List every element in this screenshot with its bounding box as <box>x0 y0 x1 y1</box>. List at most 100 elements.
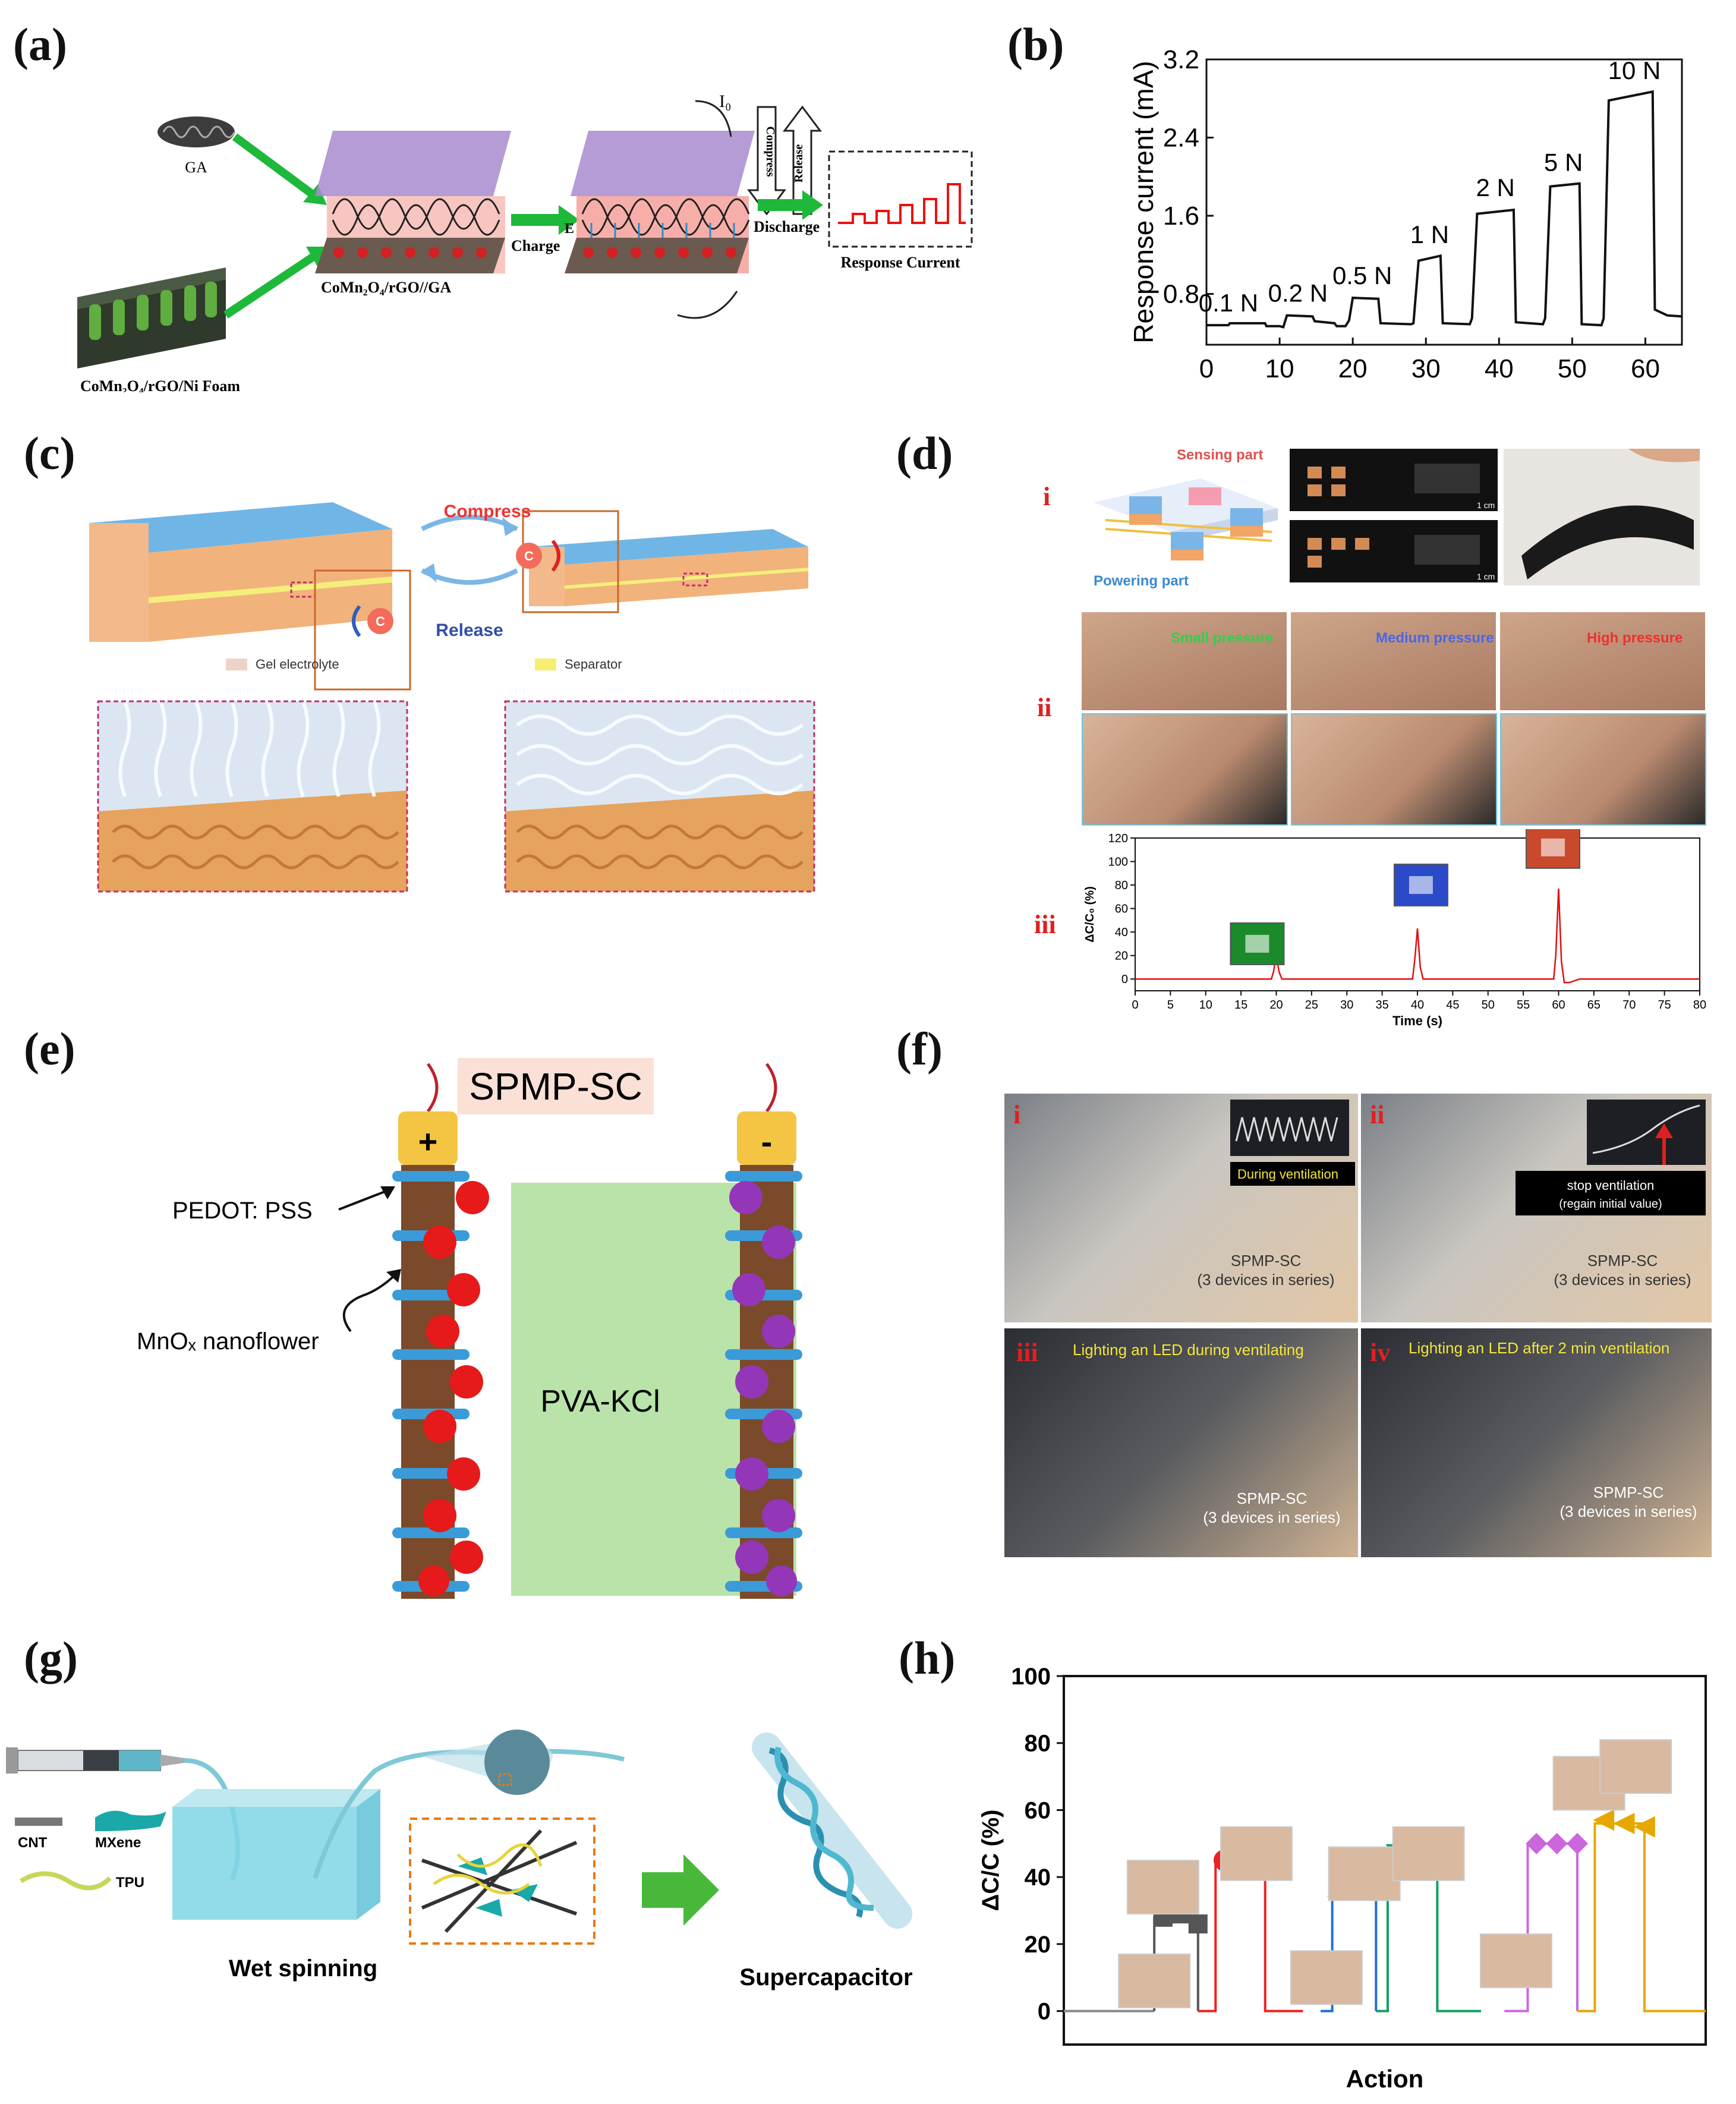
x-tick-label: 10 <box>1199 999 1212 1012</box>
mxene-label: MXene <box>95 1835 141 1851</box>
circuit-c-left: C <box>376 614 385 629</box>
triangle-left-marker <box>1593 1809 1615 1831</box>
device-label-iv: SPMP-SC <box>1593 1483 1663 1501</box>
panel-label-e: (e) <box>24 1023 75 1075</box>
x-tick-label: 25 <box>1305 999 1318 1012</box>
x-tick-label: 80 <box>1693 999 1706 1012</box>
hand-gesture-photo <box>1126 1860 1199 1915</box>
release-label-c: Release <box>436 621 503 640</box>
y-tick-label: 20 <box>1025 1932 1051 1958</box>
hand-gesture-photo <box>1392 1826 1465 1881</box>
mnox-label: MnOₓ nanoflower <box>137 1328 319 1355</box>
scale-bar-2: 1 cm <box>1477 572 1495 581</box>
hand-gesture-photo <box>1118 1953 1191 2008</box>
photo-label-iii: iii <box>1016 1338 1038 1367</box>
x-tick-label: 30 <box>1412 354 1441 383</box>
pedot-pss-label: PEDOT: PSS <box>172 1198 313 1224</box>
action-series-line <box>1577 1822 1706 2012</box>
scale-bar-1: 1 cm <box>1477 500 1495 510</box>
positive-electrode <box>392 1063 489 1599</box>
x-axis-label: Action <box>1346 2065 1424 2093</box>
zoom-uncompressed <box>97 700 408 893</box>
small-pressure-label: Small pressure <box>1171 630 1274 646</box>
device-charged <box>565 131 755 273</box>
x-tick-label: 75 <box>1658 999 1671 1012</box>
panel-g-schematic: CNT MXene TPU Wet spinning Supercapacito… <box>6 1730 913 1990</box>
led-glow <box>1541 838 1565 856</box>
y-tick-label: 100 <box>1108 856 1128 869</box>
wrist-photo-medium <box>1291 612 1496 710</box>
ga-label: GA <box>185 159 207 176</box>
charge-label: Charge <box>511 237 560 254</box>
y-axis-label: Response current (mA) <box>1129 61 1159 344</box>
y-tick-label: 2.4 <box>1163 124 1199 153</box>
spmp-sc-title: SPMP-SC <box>469 1065 642 1108</box>
ni-foam-electrode-icon <box>77 267 226 368</box>
y-tick-label: 80 <box>1115 879 1128 892</box>
separator-legend: Separator <box>565 657 622 672</box>
diamond-marker <box>1546 1832 1568 1854</box>
gel-electrolyte-legend: Gel electrolyte <box>256 657 339 672</box>
panel-label-h: (h) <box>899 1632 956 1684</box>
action-series-line <box>1198 1859 1303 2012</box>
plot-frame <box>1205 58 1683 346</box>
row-label-i: i <box>1043 482 1051 511</box>
medium-pressure-label: Medium pressure <box>1376 630 1494 646</box>
response-current-label: Response Current <box>840 254 960 271</box>
sensing-part-label: Sensing part <box>1177 447 1263 463</box>
monitor-inset-ii <box>1516 1100 1706 1215</box>
y-tick-label: 1.6 <box>1163 201 1199 231</box>
triangle-left-marker <box>1613 1813 1635 1834</box>
panel-d-row-i: Sensing part Powering part 1 cm 1 cm <box>1094 447 1700 589</box>
stop-ventilation-label: stop ventilation <box>1567 1178 1655 1193</box>
triangle-left-marker <box>1633 1816 1655 1838</box>
syringe-icon <box>6 1747 184 1774</box>
x-tick-label: 0 <box>1132 999 1138 1012</box>
x-tick-label: 20 <box>1269 999 1283 1012</box>
wrist-photo-high <box>1500 612 1705 710</box>
x-tick-label: 15 <box>1234 999 1247 1012</box>
wrist-photo-small <box>1082 612 1287 710</box>
e-field-label: E <box>565 221 574 237</box>
zoom-compressed <box>504 700 815 893</box>
y-tick-label: 40 <box>1025 1864 1051 1891</box>
diamond-marker <box>1526 1832 1548 1854</box>
force-annotation: 0.5 N <box>1332 262 1392 289</box>
hand-gesture-photo <box>1220 1826 1293 1881</box>
series-label-iv: (3 devices in series) <box>1559 1503 1697 1520</box>
finger-press-photo-high <box>1500 713 1706 826</box>
square-marker <box>1188 1914 1208 1934</box>
x-tick-label: 5 <box>1167 999 1174 1012</box>
force-annotation: 10 N <box>1608 56 1661 84</box>
panel-e-schematic: SPMP-SC PVA-KCl + - PEDOT: PSS MnOₓ nano… <box>137 1058 802 1599</box>
x-tick-label: 50 <box>1558 354 1587 383</box>
panel-label-a: (a) <box>13 18 67 70</box>
circuit-c-right: C <box>524 549 534 563</box>
compress-label-c: Compress <box>444 502 531 521</box>
y-tick-label: 3.2 <box>1163 48 1199 74</box>
pva-kcl-label: PVA-KCl <box>540 1384 660 1419</box>
panel-label-f: (f) <box>896 1023 943 1075</box>
x-tick-label: 65 <box>1587 999 1600 1012</box>
ga-ellipse-icon <box>157 116 236 147</box>
electrode-label: CoMn₂O₄/rGO/Ni Foam <box>80 377 240 392</box>
y-tick-label: 0 <box>1038 1999 1051 2025</box>
coagulation-bath <box>172 1789 380 1920</box>
hand-gesture-photo <box>1479 1933 1552 1989</box>
series-label-i: (3 devices in series) <box>1197 1271 1334 1289</box>
negative-electrode <box>725 1063 802 1599</box>
panel-label-b: (b) <box>1007 18 1064 70</box>
panel-label-g: (g) <box>24 1632 78 1684</box>
row-label-iii: iii <box>1034 910 1056 939</box>
force-annotation: 5 N <box>1544 148 1583 176</box>
compress-label: Compress <box>764 126 777 177</box>
x-tick-label: 20 <box>1338 354 1368 383</box>
y-axis-label: ΔC/C (%) <box>978 1810 1004 1911</box>
y-tick-label: 60 <box>1025 1797 1051 1823</box>
release-label: Release <box>792 144 805 183</box>
y-tick-label: 20 <box>1115 950 1128 963</box>
cnt-label: CNT <box>18 1835 48 1851</box>
x-tick-label: 70 <box>1622 999 1636 1012</box>
y-tick-label: 120 <box>1108 832 1128 845</box>
y-tick-label: 40 <box>1115 926 1128 939</box>
